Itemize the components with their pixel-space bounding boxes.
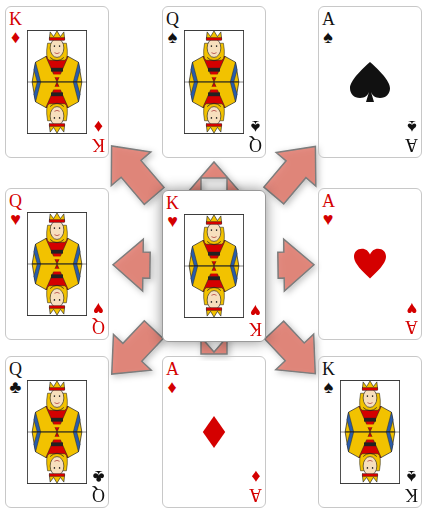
card-face xyxy=(163,191,266,342)
card-index: Q ♥ xyxy=(9,192,22,229)
playing-card: A ♠ A ♠ xyxy=(318,6,422,158)
radiating-arrow xyxy=(112,321,163,374)
card-index: A ♠ xyxy=(322,10,334,47)
card-face xyxy=(319,7,422,158)
radiating-arrow xyxy=(113,239,150,291)
card-face xyxy=(319,189,422,340)
card-face xyxy=(163,357,266,508)
card-index: A ♦ xyxy=(166,360,178,397)
radiating-arrow xyxy=(264,146,316,204)
card-face xyxy=(6,357,109,508)
card-index: K ♦ xyxy=(9,10,22,47)
card-index: K ♦ xyxy=(92,117,105,154)
card-face xyxy=(6,7,109,158)
card-index: Q ♣ xyxy=(92,467,105,504)
radiating-arrow xyxy=(278,239,314,291)
card-index: K ♠ xyxy=(405,467,418,504)
card-index: Q ♠ xyxy=(166,10,179,47)
playing-card: K ♥ K ♥ xyxy=(162,190,266,342)
playing-card: K ♦ K ♦ xyxy=(5,6,109,158)
radiating-arrow xyxy=(188,162,240,192)
card-index: K ♠ xyxy=(322,360,335,397)
card-index: A ♦ xyxy=(250,467,262,504)
playing-card: A ♦ A ♦ xyxy=(162,356,266,508)
card-index: K ♥ xyxy=(249,301,262,338)
card-index: Q ♥ xyxy=(92,299,105,336)
playing-card: Q ♣ Q ♣ xyxy=(5,356,109,508)
playing-card: Q ♠ Q ♠ xyxy=(162,6,266,158)
radiating-arrow xyxy=(111,146,164,204)
card-index: A ♠ xyxy=(406,117,418,154)
card-face xyxy=(319,357,422,508)
radiating-arrow xyxy=(265,321,316,374)
playing-card: K ♠ K ♠ xyxy=(318,356,422,508)
card-face xyxy=(163,7,266,158)
playing-card: Q ♥ Q ♥ xyxy=(5,188,109,340)
card-index: A ♥ xyxy=(406,299,418,336)
card-face xyxy=(6,189,109,340)
card-index: Q ♠ xyxy=(249,117,262,154)
playing-card: A ♥ A ♥ xyxy=(318,188,422,340)
card-index: K ♥ xyxy=(166,194,179,231)
card-index: A ♥ xyxy=(322,192,334,229)
card-index: Q ♣ xyxy=(9,360,22,397)
